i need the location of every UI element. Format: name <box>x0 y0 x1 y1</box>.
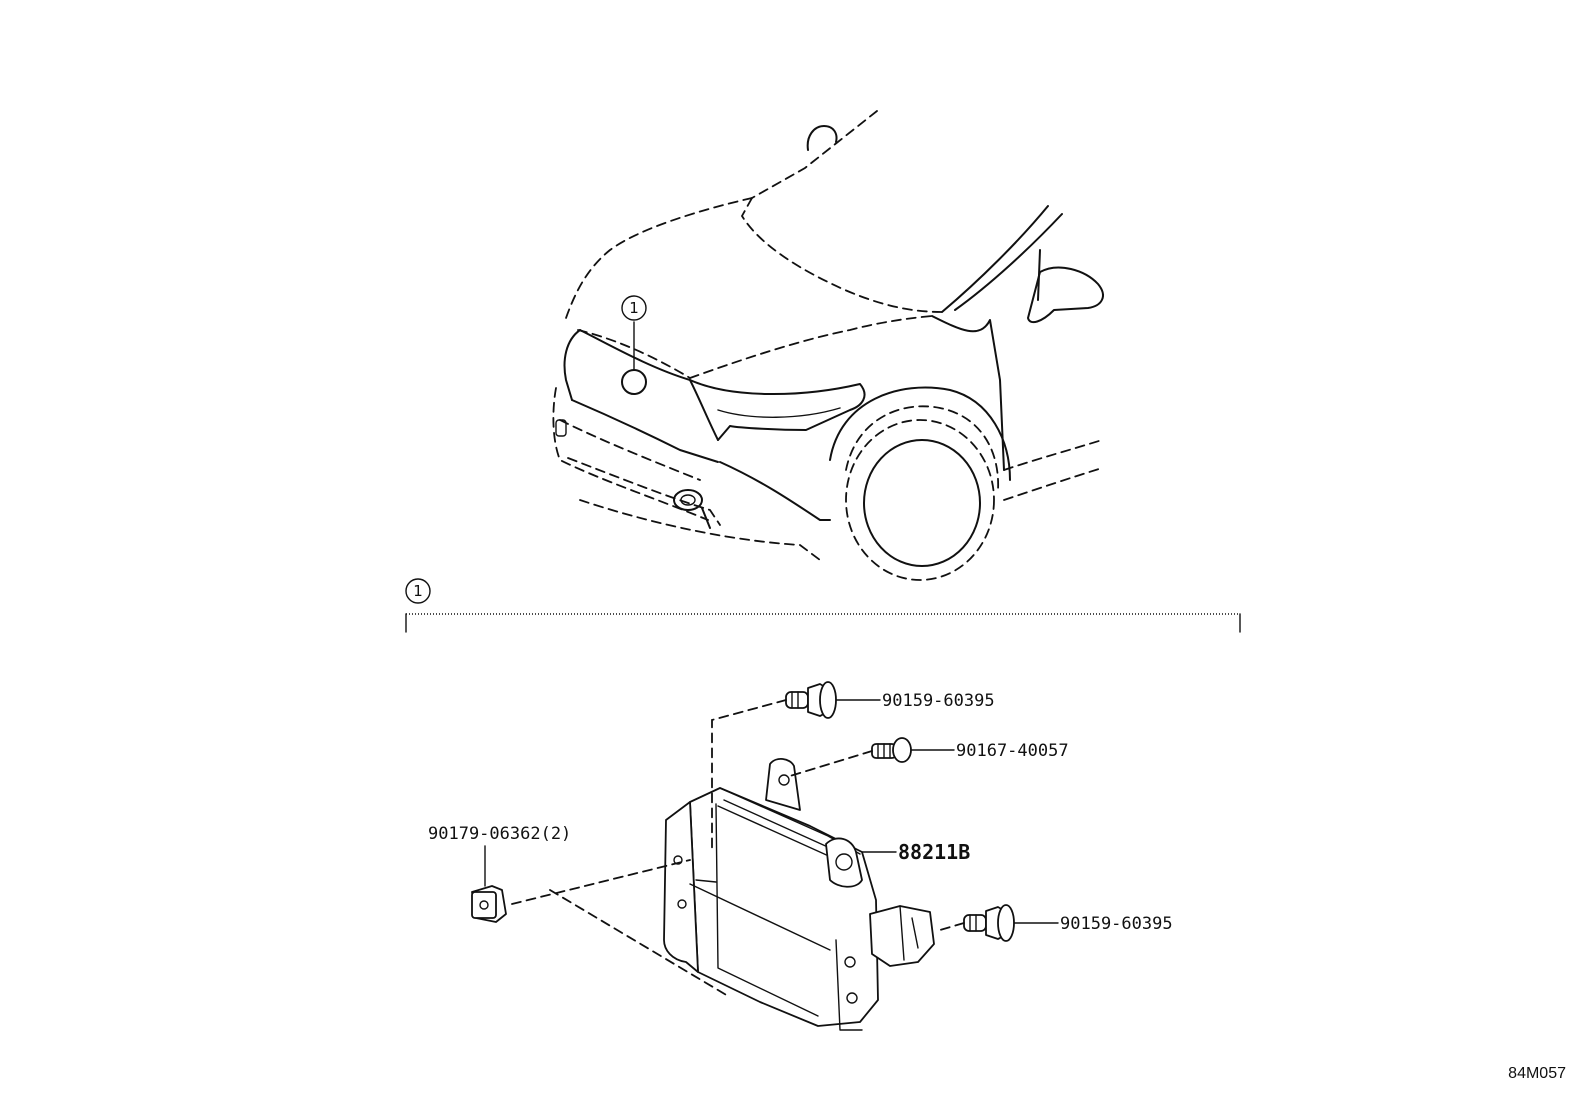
illustration-code: 84M057 <box>1508 1065 1566 1082</box>
screw <box>871 737 955 763</box>
assembly-bracket: 1 <box>405 578 1241 633</box>
label-sensor: 88211B <box>898 840 970 864</box>
label-screw: 90167-40057 <box>956 741 1069 761</box>
label-bolt-top: 90159-60395 <box>882 691 995 711</box>
assembly-callout-number: 1 <box>413 582 423 600</box>
vehicle-callout: 1 <box>621 295 647 321</box>
sensor-location-marker <box>621 369 647 395</box>
label-nut: 90179-06362(2) <box>428 824 571 844</box>
assembly-lines <box>511 699 965 997</box>
bolt-top <box>785 681 881 719</box>
bolt-bottom <box>963 904 1059 942</box>
radar-sensor <box>663 758 935 1031</box>
clip-nut <box>471 845 507 923</box>
vehicle-callout-number: 1 <box>629 299 639 317</box>
vehicle-illustration <box>552 110 1104 581</box>
label-bolt-bottom: 90159-60395 <box>1060 914 1173 934</box>
